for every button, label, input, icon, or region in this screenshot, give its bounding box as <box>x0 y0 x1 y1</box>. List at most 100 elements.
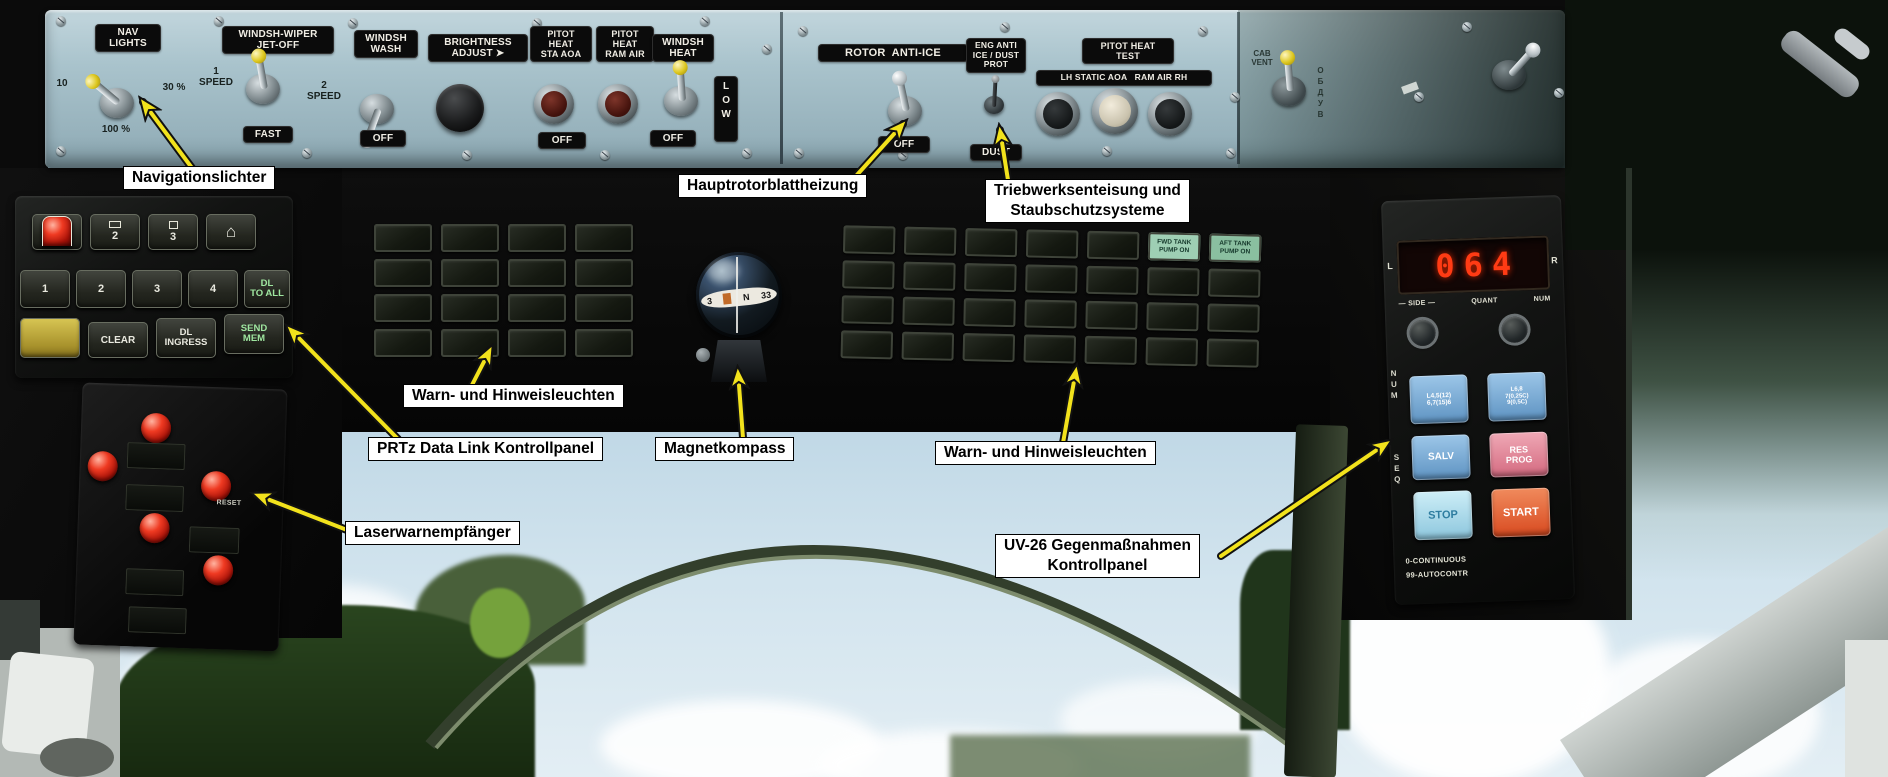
uv26-seq-vertical-label: SEQ <box>1391 452 1402 487</box>
eng-anti-ice-label: ENG ANTI ICE / DUST PROT <box>966 38 1026 73</box>
wiper-switch[interactable] <box>242 47 286 106</box>
nav-100-mark: 100 % <box>101 124 131 135</box>
warning-lamp <box>1147 267 1200 297</box>
windsh-wash-switch[interactable] <box>356 82 400 151</box>
uv26-side-label: — SIDE — <box>1398 299 1436 308</box>
warning-lamp <box>441 294 499 322</box>
uv26-selector-knob-right[interactable] <box>1501 316 1529 344</box>
screw <box>1462 22 1472 32</box>
prtz-wingman-2-button[interactable]: 2 <box>76 270 126 308</box>
low-label: LOW <box>714 76 738 142</box>
warning-lamp-matrix-left <box>374 224 633 357</box>
uv26-selector-knob-left[interactable] <box>1409 319 1437 347</box>
uv26-salvo-button[interactable]: SALV <box>1411 434 1471 481</box>
pitot-test-button-rh[interactable] <box>1148 92 1192 136</box>
laser-warning-lamp <box>139 512 171 544</box>
laser-display-window <box>126 442 186 471</box>
prtz-target-type-2-button[interactable]: 2 <box>90 214 140 250</box>
laser-warning-lamp <box>87 450 119 482</box>
uv26-program-button-1[interactable]: L4,5(12) 6,7(15)6 <box>1409 374 1469 425</box>
uv26-program-button-2[interactable]: L6,8 7(0,25C) 9(0,5C) <box>1487 371 1547 422</box>
point-target-icon <box>168 220 178 229</box>
cab-vent-switch[interactable] <box>1268 49 1312 108</box>
eng-anti-ice-switch[interactable] <box>972 74 1016 124</box>
pitot-test-button-lh[interactable] <box>1036 92 1080 136</box>
wiper-label: WINDSH-WIPER JET-OFF <box>222 26 334 55</box>
prtz-target-type-3-button[interactable]: 3 <box>148 214 198 250</box>
prtz-wingman-3-button[interactable]: 3 <box>132 270 182 308</box>
panel-seam <box>780 12 783 164</box>
windsh-heat-switch[interactable] <box>660 59 704 118</box>
label-line: LIGHTS <box>109 38 147 50</box>
panel-seam <box>1237 12 1240 164</box>
magnetic-compass: 3 N 33 <box>692 250 786 390</box>
laser-display-window <box>127 606 187 635</box>
windsh-heat-off-label: OFF <box>650 130 696 148</box>
label-line: ADJUST ➤ <box>432 48 524 59</box>
button-label: 6,7(15)6 <box>1426 398 1452 407</box>
warning-lamp <box>441 259 499 287</box>
bright-foliage <box>470 588 530 658</box>
rotor-anti-ice-switch[interactable] <box>884 69 928 128</box>
warning-lamp <box>1084 335 1138 365</box>
uv26-start-button[interactable]: START <box>1491 487 1551 538</box>
label-line: PITOT <box>611 29 639 39</box>
button-label: 2 <box>111 230 119 243</box>
label-line: HEAT <box>669 48 697 60</box>
nav-lights-label: NAV LIGHTS <box>95 24 161 53</box>
brightness-knob[interactable] <box>436 84 484 132</box>
prtz-home-button[interactable]: ⌂ <box>206 214 256 250</box>
pitot-ram-switch[interactable] <box>598 84 638 124</box>
nav-10-mark: 10 <box>56 78 68 89</box>
annotation-nav-lights: Navigationslichter <box>123 166 276 190</box>
annotation-rotor-anti-ice: Hauptrotorblattheizung <box>678 174 868 198</box>
warning-lamp <box>575 224 633 252</box>
button-label: TO ALL <box>250 288 284 299</box>
rotor-off-label: OFF <box>878 136 930 154</box>
compass-card-orange <box>722 292 733 305</box>
nav-30-mark: 30 % <box>162 82 186 93</box>
button-label: DL <box>260 277 274 289</box>
warning-lamp <box>1208 268 1261 298</box>
button-label: RES <box>1509 443 1529 455</box>
button-label: PROG <box>1505 454 1533 466</box>
uv26-display-right-mark: R <box>1550 255 1559 266</box>
laser-warning-lamp <box>202 554 234 586</box>
warning-lamp <box>508 224 566 252</box>
screw <box>798 26 808 36</box>
right-window-tint <box>1630 250 1888 580</box>
uv26-panel: 064 L R — SIDE — QUANT NUM NUM SEQ L4,5(… <box>1381 194 1575 606</box>
uv26-display: 064 <box>1396 235 1551 295</box>
pitot-sta-switch[interactable] <box>534 84 574 124</box>
label-line: LOW <box>720 81 732 123</box>
prtz-target-type-1-button[interactable]: 1 <box>32 214 82 250</box>
prtz-wingman-1-button[interactable]: 1 <box>20 270 70 308</box>
corner-metal-switch[interactable] <box>1488 39 1544 92</box>
uv26-stop-button[interactable]: STOP <box>1413 490 1473 541</box>
compass-adjust-knob[interactable] <box>696 348 710 362</box>
frame-corner-left <box>0 0 48 172</box>
button-label: 9(0,5C) <box>1507 399 1528 407</box>
warning-lamp <box>374 224 432 252</box>
switch-lever <box>672 59 689 102</box>
home-icon: ⌂ <box>225 221 237 241</box>
label-line: NAV <box>117 27 139 38</box>
pitot-test-button-center[interactable] <box>1092 88 1138 134</box>
uv26-selector-captions: — SIDE — QUANT NUM <box>1398 295 1550 307</box>
prtz-send-mem-button[interactable]: SEND MEM <box>224 314 284 354</box>
button-label: MEM <box>242 333 266 344</box>
compass-mount <box>711 340 767 382</box>
prtz-dl-ingress-button[interactable]: DL INGRESS <box>156 318 216 358</box>
screw <box>1102 146 1112 156</box>
annotation-laser-receiver: Laserwarnempfänger <box>345 521 520 545</box>
prtz-dl-to-all-button[interactable]: DL TO ALL <box>244 270 290 308</box>
compass-card-value: 3 <box>706 295 713 306</box>
nav-lights-switch[interactable] <box>82 70 140 120</box>
pitot-ram-label: PITOT HEAT RAM AIR <box>596 26 654 63</box>
uv26-reset-program-button[interactable]: RES PROG <box>1489 431 1549 478</box>
prtz-blank-yellow-button[interactable] <box>20 318 80 358</box>
distant-ridge <box>950 735 1250 777</box>
prtz-clear-button[interactable]: CLEAR <box>88 322 148 358</box>
prtz-wingman-4-button[interactable]: 4 <box>188 270 238 308</box>
